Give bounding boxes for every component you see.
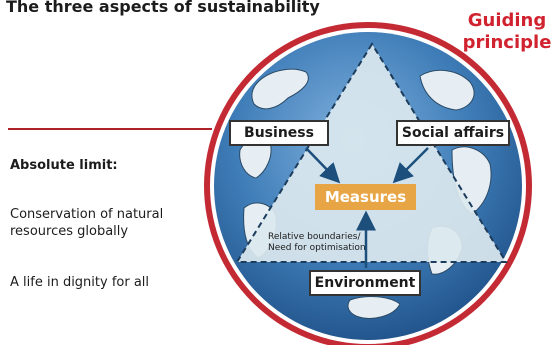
guiding-principle-label: Guiding principle (462, 10, 552, 53)
page-title: The three aspects of sustainability (6, 0, 320, 16)
sustainability-triangle (235, 42, 508, 263)
business-box: Business (229, 120, 329, 146)
limit-item-dignity: A life in dignity for all (10, 275, 150, 290)
measures-box: Measures (315, 184, 416, 210)
social-affairs-box: Social affairs (396, 120, 510, 146)
relative-boundaries-label: Relative boundaries/ Need for optimisati… (268, 232, 366, 253)
arrow-business-to-measures (305, 147, 341, 184)
divider-line (8, 128, 212, 130)
environment-box: Environment (309, 270, 421, 296)
absolute-limit-label: Absolute limit: (10, 158, 118, 173)
arrow-social-to-measures (392, 147, 429, 184)
limit-item-conservation: Conservation of natural resources global… (10, 207, 164, 239)
